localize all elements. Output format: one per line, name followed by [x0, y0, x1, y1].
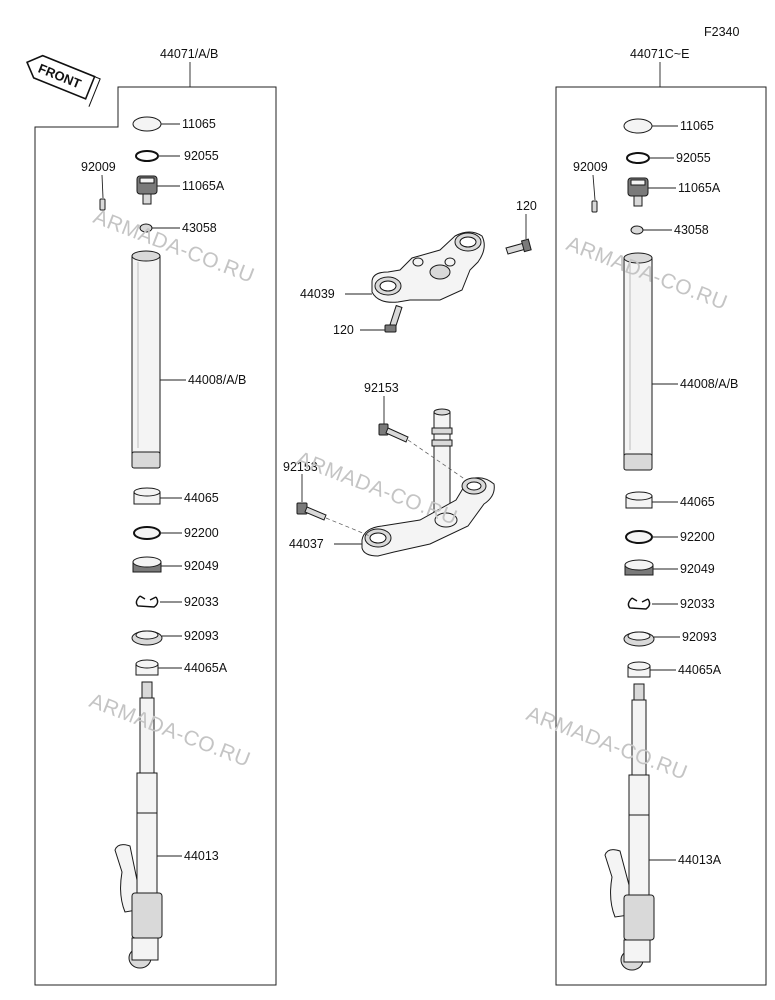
- fork-cap: [132, 116, 162, 132]
- dust-seal: [131, 630, 163, 646]
- o-ring: [626, 152, 650, 164]
- bushing: [625, 491, 653, 509]
- cap-bolt: [136, 175, 158, 205]
- outer-tube: [604, 683, 655, 971]
- right-assembly-title: 44071C~E: [630, 47, 689, 61]
- upper-triple-clamp: [371, 231, 485, 303]
- watermark: ARMADA-CO.RU: [86, 689, 253, 772]
- watermark: ARMADA-CO.RU: [90, 205, 257, 288]
- lower-triple-clamp: [361, 408, 495, 557]
- part-label-11065A: 11065A: [182, 179, 225, 193]
- part-label-92049: 92049: [680, 562, 715, 576]
- o-ring: [135, 150, 159, 162]
- part-label-43058: 43058: [182, 221, 217, 235]
- outer-tube: [114, 681, 163, 969]
- part-label-92200: 92200: [680, 530, 715, 544]
- bolt-92153-top: [378, 423, 409, 443]
- part-label-92093: 92093: [184, 629, 219, 643]
- nut: [630, 225, 644, 235]
- front-arrow-icon: FRONT: [26, 54, 101, 107]
- right-assembly-frame: [555, 86, 767, 986]
- left-assembly-title: 44071/A/B: [160, 47, 218, 61]
- watermark: ARMADA-CO.RU: [523, 702, 690, 785]
- part-label-11065: 11065: [182, 117, 216, 131]
- part-label-44065: 44065: [184, 491, 219, 505]
- part-label-44008: 44008/A/B: [680, 377, 738, 391]
- part-label-44065A: 44065A: [184, 661, 228, 675]
- part-label-92033: 92033: [680, 597, 715, 611]
- circlip: [627, 597, 651, 610]
- part-label-43058: 43058: [674, 223, 709, 237]
- part-label-11065: 11065: [680, 119, 714, 133]
- part-label-44037: 44037: [289, 537, 324, 551]
- part-label-44013A: 44013A: [678, 853, 722, 867]
- fork-tube: [131, 250, 161, 469]
- part-label-44065: 44065: [680, 495, 715, 509]
- part-label-92153-top: 92153: [364, 381, 399, 395]
- part-label-44013: 44013: [184, 849, 219, 863]
- part-label-92093: 92093: [682, 630, 717, 644]
- part-label-44008: 44008/A/B: [188, 373, 246, 387]
- bushing: [133, 487, 161, 505]
- right-fork-assembly: 44071C~E 11065 92055 11065A 92009 43058 …: [555, 47, 767, 986]
- part-label-92055: 92055: [184, 149, 219, 163]
- part-label-44039: 44039: [300, 287, 335, 301]
- pin: [99, 198, 106, 211]
- part-label-120-top: 120: [516, 199, 537, 213]
- bolt-92153-left: [296, 502, 327, 521]
- part-label-120-bottom: 120: [333, 323, 354, 337]
- part-label-92055: 92055: [676, 151, 711, 165]
- left-assembly-frame: [34, 86, 277, 986]
- bushing-a: [135, 659, 159, 676]
- left-fork-assembly: 44071/A/B 11065 92055 11065A 92009 43058: [34, 47, 277, 986]
- circlip: [135, 595, 159, 608]
- part-label-92009: 92009: [573, 160, 608, 174]
- cap-bolt: [627, 177, 649, 207]
- part-label-11065A: 11065A: [678, 181, 721, 195]
- oil-seal: [132, 556, 162, 573]
- bolt-120-bottom: [384, 304, 403, 333]
- part-label-92009: 92009: [81, 160, 116, 174]
- part-label-92049: 92049: [184, 559, 219, 573]
- part-label-92033: 92033: [184, 595, 219, 609]
- figure-code: F2340: [704, 25, 739, 39]
- bolt-120-top: [505, 238, 532, 255]
- dust-seal: [623, 631, 655, 647]
- washer: [625, 530, 653, 544]
- fork-cap: [623, 118, 653, 134]
- bushing-a: [627, 661, 651, 678]
- fork-tube: [623, 252, 653, 471]
- washer: [133, 526, 161, 540]
- part-label-92153-left: 92153: [283, 460, 318, 474]
- pin: [591, 200, 598, 213]
- part-label-44065A: 44065A: [678, 663, 722, 677]
- part-label-92200: 92200: [184, 526, 219, 540]
- oil-seal: [624, 559, 654, 576]
